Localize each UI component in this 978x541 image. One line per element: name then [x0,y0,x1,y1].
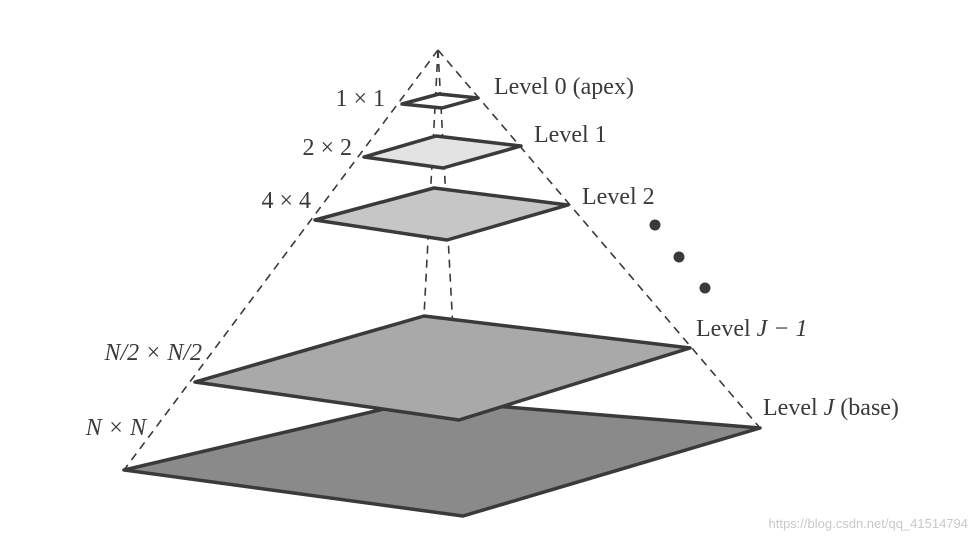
level-label-1: Level 1 [534,122,607,148]
level-j-minus-1-plane [193,314,692,422]
ellipsis-dot [673,251,685,263]
size-label-level-j: N × N [85,415,148,441]
level-label-2: Level 2 [582,184,655,210]
size-label-level-0: 1 × 1 [335,86,385,112]
pyramid-edge-front [437,49,464,517]
level-2-plane [313,186,570,242]
ellipsis-dots [649,219,711,294]
size-labels: 1 × 1 2 × 2 4 × 4 N/2 × N/2 N × N [85,86,385,441]
level-label-0: Level 0 (apex) [494,74,634,100]
ellipsis-dot [649,219,661,231]
size-label-level-2: 4 × 4 [261,188,311,214]
ellipsis-dot [699,282,711,294]
level-labels: Level 0 (apex) Level 1 Level 2 Level J −… [494,74,899,421]
level-label-j-base: Level J (base) [763,395,899,421]
pyramid-edge-left [123,49,439,471]
watermark: https://blog.csdn.net/qq_41514794 [769,516,969,531]
level-j-base-plane [122,398,762,518]
level-label-j-minus-1: Level J − 1 [696,316,808,342]
pyramid-edge-back [423,49,439,317]
size-label-level-j-minus-1: N/2 × N/2 [103,340,202,366]
level-1-plane [362,134,523,170]
size-label-level-1: 2 × 2 [302,135,352,161]
pyramid-planes [122,92,762,518]
pyramid-edge-right [437,49,761,429]
level-0-apex-plane [400,92,480,110]
